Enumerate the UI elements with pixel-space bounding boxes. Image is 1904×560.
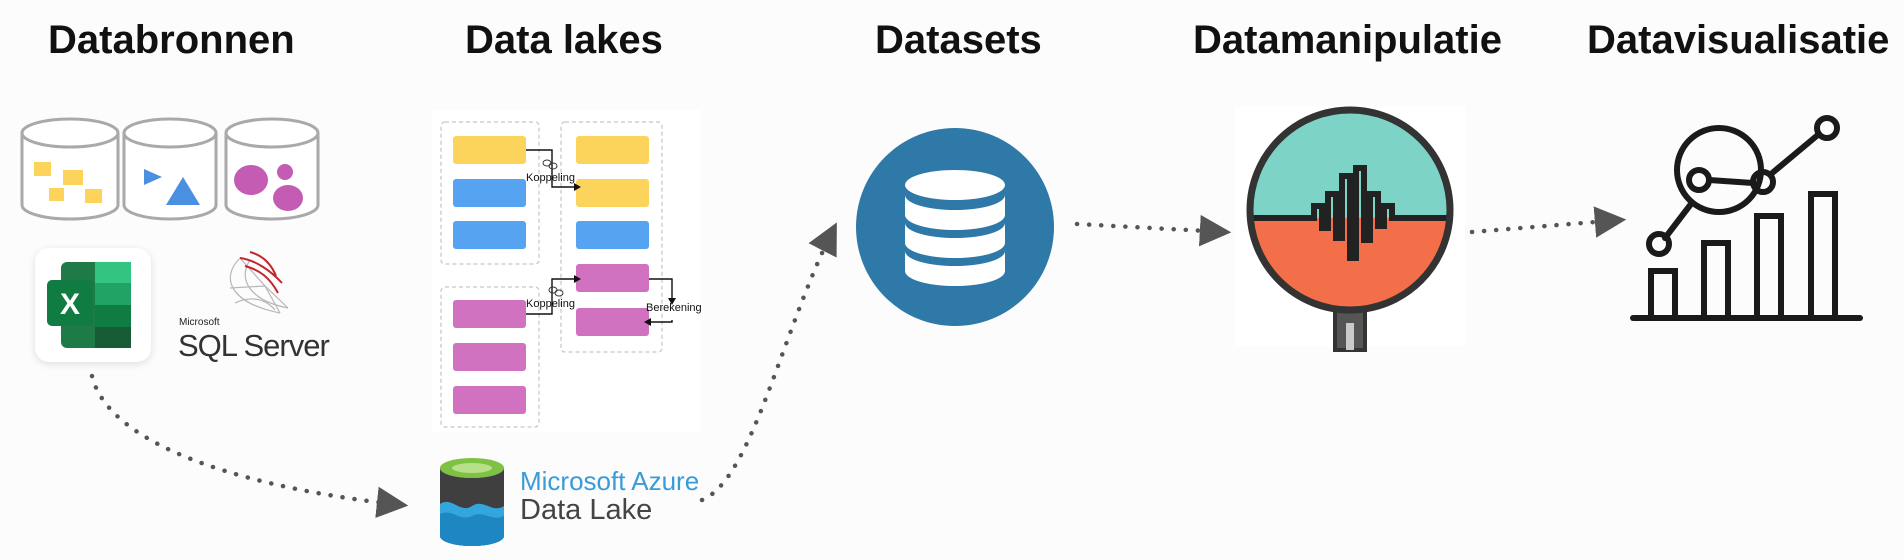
lake-box-top-left	[440, 121, 540, 265]
lake-box-right	[560, 121, 663, 353]
azure-title-line1: Microsoft Azure	[520, 466, 700, 496]
azure-title-line2: Data Lake	[520, 494, 653, 526]
label-berekening: Berekening	[646, 302, 702, 314]
line-bar-chart-icon	[1630, 115, 1863, 321]
magnifier-waveform-icon	[1235, 106, 1465, 352]
label-koppeling-bottom: Koppeling	[526, 298, 575, 310]
sql-server-name: SQL Server	[178, 328, 330, 363]
lake-left-top-blocks	[453, 136, 526, 249]
circles-shape-icon	[234, 164, 303, 211]
excel-tile: X	[35, 248, 151, 362]
arrow-sources-to-azure	[89, 373, 409, 519]
lake-arrowheads	[574, 183, 676, 326]
excel-icon: X	[47, 262, 131, 348]
heading-datasets: Datasets	[875, 18, 1042, 62]
heading-databronnen: Databronnen	[48, 18, 295, 62]
heading-datavisualisatie: Datavisualisatie	[1587, 18, 1890, 62]
triangles-shape-icon	[144, 169, 200, 205]
database-icon	[856, 128, 1054, 326]
heading-data-lakes: Data lakes	[465, 18, 663, 62]
arrow-azure-to-datasets	[699, 222, 837, 503]
arrow-datasets-to-manipulation	[1074, 214, 1232, 247]
heading-datamanipulatie: Datamanipulatie	[1193, 18, 1502, 62]
link-icon	[542, 159, 564, 297]
sql-server-icon	[229, 251, 289, 314]
lake-box-bottom-left	[440, 286, 540, 428]
squares-shape-icon	[34, 162, 102, 203]
excel-letter: X	[60, 288, 80, 321]
lake-right-blocks	[576, 136, 649, 336]
sql-server-brand: Microsoft	[179, 317, 220, 328]
arrow-manipulation-to-visualization	[1469, 206, 1627, 238]
azure-data-lake-icon	[440, 458, 504, 546]
lake-left-bottom-blocks	[453, 300, 526, 414]
label-koppeling-top: Koppeling	[526, 172, 575, 184]
